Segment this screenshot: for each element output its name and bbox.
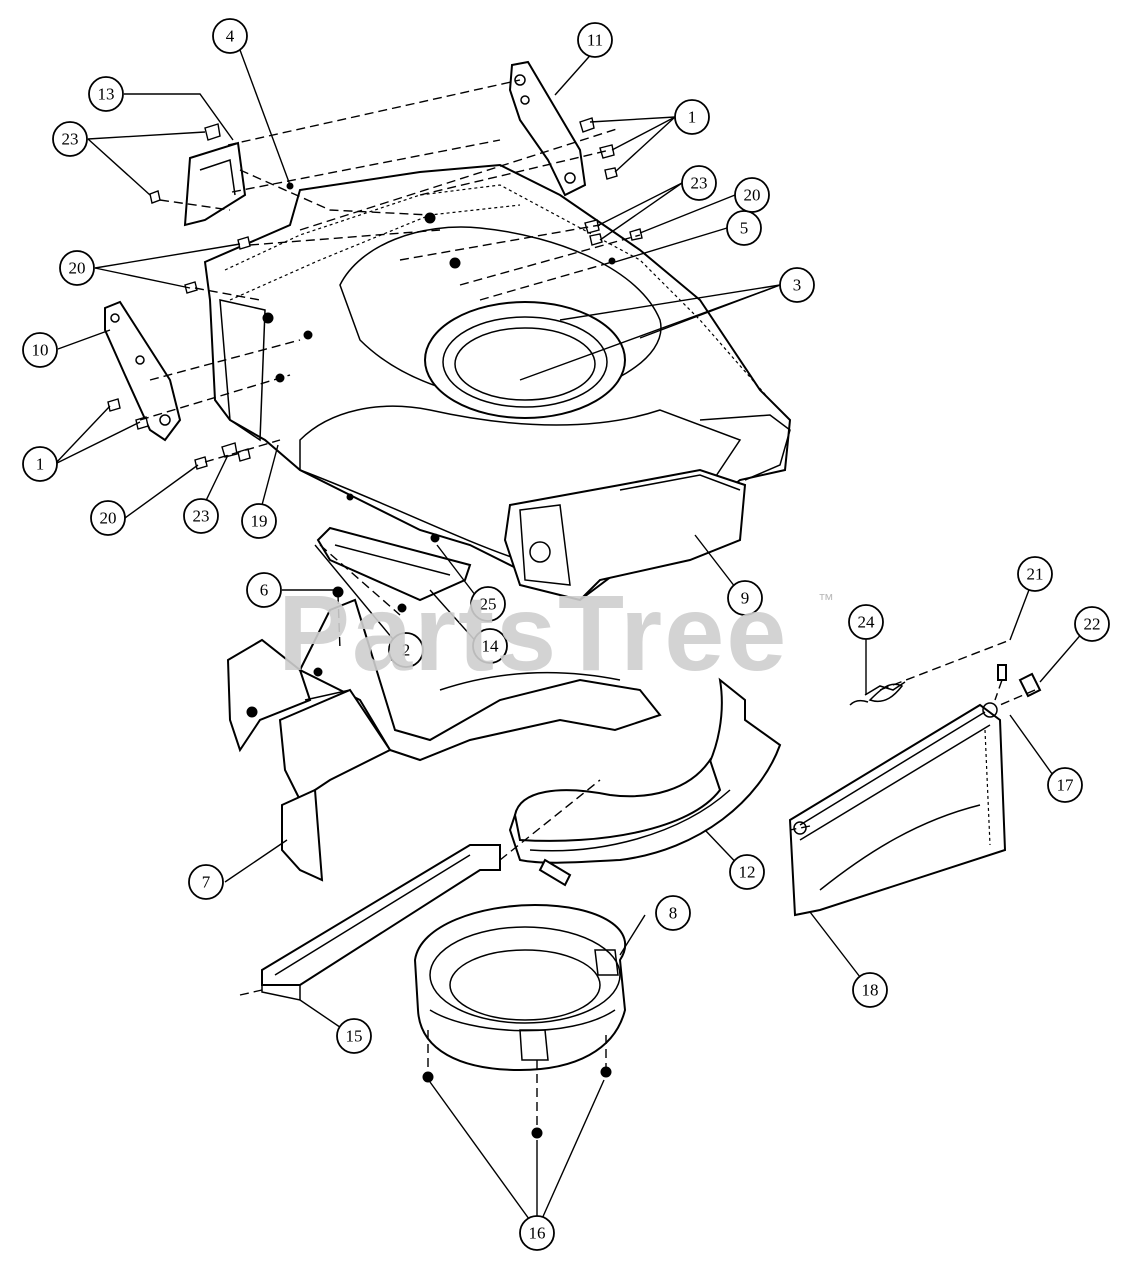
svg-text:19: 19 [251,512,268,531]
svg-text:2: 2 [402,641,411,660]
callout-20: 20 [734,177,770,213]
callout-23: 23 [183,498,219,534]
svg-text:11: 11 [587,31,603,50]
callout-25: 25 [470,586,506,622]
callout-13: 13 [88,76,124,112]
svg-text:6: 6 [260,581,269,600]
svg-text:9: 9 [741,589,750,608]
callout-21: 21 [1017,556,1053,592]
callout-17: 17 [1047,767,1083,803]
callout-2: 2 [388,632,424,668]
callout-5: 5 [726,210,762,246]
callout-24: 24 [848,604,884,640]
svg-text:24: 24 [858,613,876,632]
skirt-12 [508,677,782,887]
callout-8: 8 [655,895,691,931]
spring-24 [849,681,906,706]
hinge-rod-21 [997,664,1007,681]
svg-text:12: 12 [739,863,756,882]
svg-text:25: 25 [480,595,497,614]
svg-text:20: 20 [744,186,761,205]
svg-text:18: 18 [862,981,879,1000]
svg-text:5: 5 [740,219,749,238]
callout-18: 18 [852,972,888,1008]
height-adjuster-10 [104,300,182,442]
svg-text:20: 20 [100,509,117,528]
svg-text:4: 4 [226,27,235,46]
callout-23: 23 [52,121,88,157]
svg-text:1: 1 [36,455,45,474]
callout-19: 19 [241,503,277,539]
svg-text:21: 21 [1027,565,1044,584]
callout-22: 22 [1074,606,1110,642]
svg-text:17: 17 [1057,776,1075,795]
svg-text:16: 16 [529,1224,546,1243]
watermark-trademark: ™ [818,592,834,609]
callout-1: 1 [22,446,58,482]
callout-bubbles: 1 1 2 3 4 5 6 7 8 9 10 11 12 13 14 15 16… [22,18,1110,1251]
ring-housing-8 [413,903,627,1139]
svg-text:13: 13 [98,85,115,104]
svg-text:23: 23 [193,507,210,526]
callout-20: 20 [90,500,126,536]
svg-text:22: 22 [1084,615,1101,634]
svg-text:8: 8 [669,904,678,923]
svg-text:14: 14 [482,637,500,656]
callout-15: 15 [336,1018,372,1054]
svg-text:15: 15 [346,1027,363,1046]
svg-text:3: 3 [793,276,802,295]
screw-2 [397,603,407,613]
callout-6: 6 [246,572,282,608]
svg-text:7: 7 [202,873,211,892]
callout-23: 23 [681,165,717,201]
door-18 [788,702,1007,917]
svg-text:1: 1 [688,108,697,127]
watermark-text: PartsTree [278,572,789,693]
svg-text:23: 23 [691,174,708,193]
svg-text:23: 23 [62,130,79,149]
callout-7: 7 [188,864,224,900]
callout-20: 20 [59,250,95,286]
callout-12: 12 [729,854,765,890]
alignment-lines [139,79,1036,1130]
callout-1: 1 [674,99,710,135]
height-adjuster-11 [508,60,587,197]
svg-text:20: 20 [69,259,86,278]
callout-14: 14 [472,628,508,664]
callout-3: 3 [779,267,815,303]
callout-16: 16 [519,1215,555,1251]
deck-housing [203,163,792,602]
callout-9: 9 [727,580,763,616]
bar-15 [261,844,501,1001]
baffle-7 [226,598,662,882]
callout-4: 4 [212,18,248,54]
hinge-plate-13 [183,141,247,227]
callout-10: 10 [22,332,58,368]
callout-11: 11 [577,22,613,58]
svg-text:10: 10 [32,341,49,360]
rear-flap-14 [316,526,472,602]
